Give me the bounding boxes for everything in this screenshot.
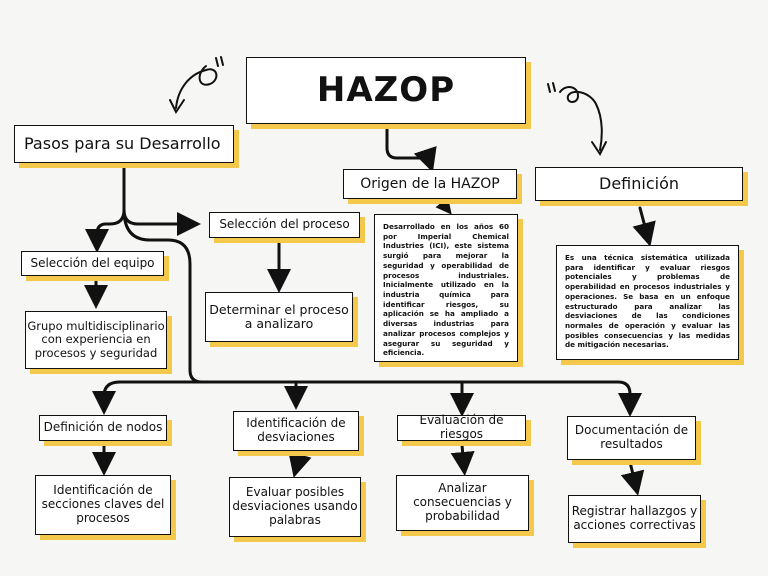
arrow-docs-to-detail xyxy=(620,460,645,496)
nodes-heading-box: Definición de nodos xyxy=(39,415,167,441)
definition-heading: Definición xyxy=(599,173,679,193)
process-detail-box: Determinar el proceso a analizaro xyxy=(205,292,353,342)
deviations-detail-box: Evaluar posibles desviaciones usando pal… xyxy=(229,477,361,537)
steps-trunk-line xyxy=(85,164,126,253)
doodle-arrow-right xyxy=(559,86,603,151)
nodes-heading: Definición de nodos xyxy=(43,420,163,435)
steps-heading-box: Pasos para su Desarrollo xyxy=(14,125,234,163)
arrow-risks-to-detail xyxy=(450,443,475,476)
doodle-arrow-right-head xyxy=(591,141,607,156)
arrow-title-to-origin xyxy=(385,122,437,173)
team-heading: Selección del equipo xyxy=(30,255,155,270)
risks-heading: Evaluación de riesgos xyxy=(419,413,504,441)
docs-heading: Documentación de resultados xyxy=(574,423,689,451)
steps-heading: Pasos para su Desarrollo xyxy=(24,133,221,153)
arrow-to-process xyxy=(122,208,201,236)
arrow-origin-to-text xyxy=(435,197,452,215)
definition-heading-box: Definición xyxy=(535,167,743,201)
team-detail: Grupo multidisciplinario con experiencia… xyxy=(27,319,165,360)
deviations-detail: Evaluar posibles desviaciones usando pal… xyxy=(232,485,358,527)
risks-detail-box: Analizar consecuencias y probabilidad xyxy=(396,475,529,531)
definition-text: Es una técnica sistemática utilizada par… xyxy=(565,253,730,350)
nodes-detail: Identificación de secciones claves del p… xyxy=(41,483,165,525)
process-heading-box: Selección del proceso xyxy=(209,212,360,238)
doodle-arrow-left-head xyxy=(169,99,185,114)
docs-heading-box: Documentación de resultados xyxy=(567,416,696,460)
arrow-deviations-to-detail xyxy=(288,451,312,478)
process-detail: Determinar el proceso a analizaro xyxy=(209,301,349,331)
origin-heading: Origen de la HAZOP xyxy=(360,175,500,192)
bus-line xyxy=(118,380,642,417)
origin-heading-box: Origen de la HAZOP xyxy=(343,169,517,199)
bus-to-nodes xyxy=(92,380,122,415)
definition-text-box: Es una técnica sistemática utilizada par… xyxy=(556,245,739,360)
risks-detail: Analizar consecuencias y probabilidad xyxy=(413,481,512,523)
doodle-arrow-left xyxy=(175,65,218,109)
doodle-dash-left xyxy=(215,56,224,67)
page-title-text: HAZOP xyxy=(316,69,456,110)
deviations-heading-box: Identificación de desviaciones xyxy=(233,411,359,451)
steps-lower-branch xyxy=(122,208,302,384)
team-detail-box: Grupo multidisciplinario con experiencia… xyxy=(25,311,167,369)
risks-heading-box: Evaluación de riesgos xyxy=(397,413,526,441)
doodle-dash-right xyxy=(547,82,556,93)
nodes-detail-box: Identificación de secciones claves del p… xyxy=(35,475,171,535)
arrow-definition-to-text xyxy=(632,206,656,247)
process-heading: Selección del proceso xyxy=(219,217,350,232)
docs-detail: Registrar hallazgos y acciones correctiv… xyxy=(571,504,698,532)
origin-text: Desarrollado en los años 60 por Imperial… xyxy=(383,222,509,358)
docs-detail-box: Registrar hallazgos y acciones correctiv… xyxy=(568,495,701,543)
origin-text-box: Desarrollado en los años 60 por Imperial… xyxy=(374,214,518,362)
deviations-heading: Identificación de desviaciones xyxy=(246,416,346,444)
team-heading-box: Selección del equipo xyxy=(21,251,164,276)
page-title: HAZOP xyxy=(246,57,526,124)
